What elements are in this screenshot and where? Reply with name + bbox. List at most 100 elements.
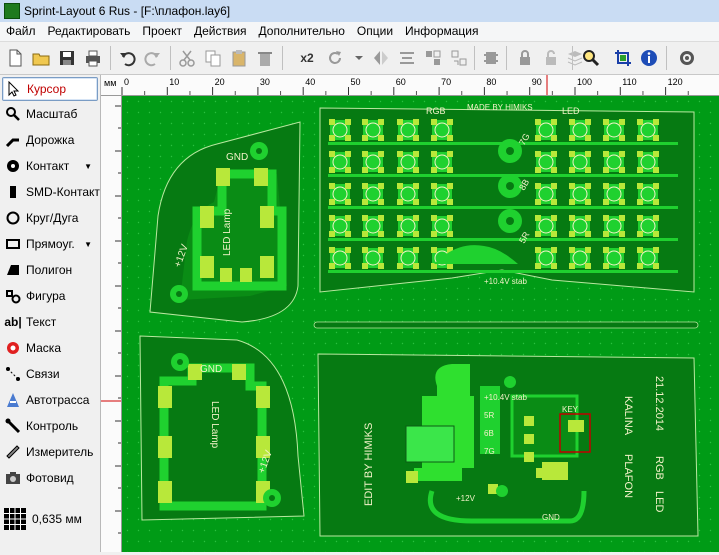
board-top-left: GND LED Lamp +12V xyxy=(149,121,301,323)
silk-8b: 8B xyxy=(517,177,531,192)
led-footprint xyxy=(329,119,351,141)
led-footprint xyxy=(603,151,625,173)
polygon-icon xyxy=(5,262,21,278)
title-bar: Sprint-Layout 6 Rus - [F:\плафон.lay6] xyxy=(0,0,719,23)
menu-extra[interactable]: Дополнительно xyxy=(258,24,345,38)
led-bus-trace xyxy=(328,238,678,241)
tool-label: Круг/Дуга xyxy=(26,211,79,225)
tool-smd-pad[interactable]: SMD-Контакт xyxy=(2,181,100,203)
tool-pad[interactable]: Контакт ▼ xyxy=(2,155,96,177)
led-footprint xyxy=(603,119,625,141)
track-icon xyxy=(5,132,21,148)
save-icon[interactable] xyxy=(56,47,78,69)
cut-icon[interactable] xyxy=(176,47,198,69)
paste-icon[interactable] xyxy=(228,47,250,69)
silk-5r-2: 5R xyxy=(484,411,494,420)
copy-icon[interactable] xyxy=(202,47,224,69)
led-bus-trace xyxy=(328,206,678,209)
ungroup-icon[interactable] xyxy=(448,47,470,69)
dropdown-arrow-icon[interactable]: ▼ xyxy=(84,239,92,249)
open-folder-icon[interactable] xyxy=(30,47,52,69)
toolbar-separator xyxy=(572,46,573,70)
ruler-icon xyxy=(5,444,21,460)
ruler-tick-label: 100 xyxy=(577,77,592,87)
info-icon[interactable] xyxy=(638,47,660,69)
tool-photoview[interactable]: Фотовид xyxy=(2,467,96,489)
tool-label: Связи xyxy=(26,367,60,381)
tool-check[interactable]: Контроль xyxy=(2,415,96,437)
toolbar-separator xyxy=(666,46,667,70)
delete-icon[interactable] xyxy=(254,47,276,69)
dropdown-arrow-icon[interactable]: ▼ xyxy=(84,161,92,171)
led-footprint xyxy=(535,247,557,269)
mirror-horizontal-icon[interactable] xyxy=(370,47,392,69)
lock-icon[interactable] xyxy=(514,47,536,69)
tool-label: Текст xyxy=(26,315,57,329)
tool-cursor[interactable]: Курсор xyxy=(2,77,98,101)
tool-autoroute[interactable]: Автотрасса xyxy=(2,389,96,411)
led-footprint xyxy=(603,183,625,205)
led-footprint xyxy=(637,215,659,237)
new-file-icon[interactable] xyxy=(4,47,26,69)
grid-size-value: 0,635 мм xyxy=(32,512,82,526)
tool-text[interactable]: ab| Текст xyxy=(2,311,96,333)
tool-measure[interactable]: Измеритель xyxy=(2,441,96,463)
grid-size-status[interactable]: 0,635 мм xyxy=(2,505,96,533)
shape-icon xyxy=(5,288,21,304)
tool-zoom[interactable]: Масштаб xyxy=(2,103,96,125)
led-footprint xyxy=(362,215,384,237)
menu-edit[interactable]: Редактировать xyxy=(47,24,131,38)
group-icon[interactable] xyxy=(422,47,444,69)
led-footprint xyxy=(362,151,384,173)
unlock-icon[interactable] xyxy=(540,47,562,69)
silk-kalina: KALINA xyxy=(622,396,634,436)
tool-connections[interactable]: Связи xyxy=(2,363,96,385)
layers-icon[interactable] xyxy=(564,47,586,69)
duplicate-button[interactable]: x2 xyxy=(300,51,314,65)
led-footprint xyxy=(397,247,419,269)
tool-label: Измеритель xyxy=(26,445,94,459)
toolbar-separator xyxy=(110,46,111,70)
align-icon[interactable] xyxy=(396,47,418,69)
ruler-tick-label: 10 xyxy=(169,77,179,87)
tool-track[interactable]: Дорожка xyxy=(2,129,96,151)
chevron-down-icon[interactable] xyxy=(348,47,370,69)
tool-polygon[interactable]: Полигон xyxy=(2,259,96,281)
menu-project[interactable]: Проект xyxy=(142,24,182,38)
tool-rectangle[interactable]: Прямоуг. ▼ xyxy=(2,233,96,255)
pcb-layout: GND LED Lamp +12V RGB MADE BY HIMIKS LED… xyxy=(122,96,719,552)
menu-actions[interactable]: Действия xyxy=(193,24,247,38)
rotate-icon[interactable] xyxy=(324,47,346,69)
component-icon[interactable] xyxy=(480,47,502,69)
led-footprint xyxy=(397,183,419,205)
probe-icon xyxy=(5,418,21,434)
camera-icon xyxy=(5,470,21,486)
led-footprint xyxy=(535,151,557,173)
tool-shape[interactable]: Фигура xyxy=(2,285,96,307)
board-controller: +10.4V stab 5R 6B 7G KEY +12V GND EDIT B… xyxy=(317,353,699,537)
print-icon[interactable] xyxy=(82,47,104,69)
tool-label: Контакт xyxy=(26,159,70,173)
menu-info[interactable]: Информация xyxy=(405,24,479,38)
toolbar-separator xyxy=(474,46,475,70)
window-title: Sprint-Layout 6 Rus - [F:\плафон.lay6] xyxy=(24,4,231,18)
redo-icon[interactable] xyxy=(142,47,164,69)
search-icon[interactable] xyxy=(580,47,602,69)
undo-icon[interactable] xyxy=(116,47,138,69)
tool-circle-arc[interactable]: Круг/Дуга xyxy=(2,207,96,229)
led-footprint xyxy=(431,183,453,205)
crop-board-icon[interactable] xyxy=(612,47,634,69)
menu-options[interactable]: Опции xyxy=(356,24,394,38)
led-footprint xyxy=(637,183,659,205)
menu-file[interactable]: Файл xyxy=(6,24,36,38)
gear-icon[interactable] xyxy=(676,47,698,69)
ruler-tick-label: 120 xyxy=(668,77,683,87)
ruler-unit: мм xyxy=(104,78,116,88)
led-footprint xyxy=(569,119,591,141)
tool-mask[interactable]: Маска xyxy=(2,337,96,359)
pcb-canvas[interactable]: GND LED Lamp +12V RGB MADE BY HIMIKS LED… xyxy=(122,96,719,552)
led-footprint xyxy=(535,119,557,141)
led-footprint xyxy=(362,247,384,269)
led-footprint xyxy=(637,151,659,173)
